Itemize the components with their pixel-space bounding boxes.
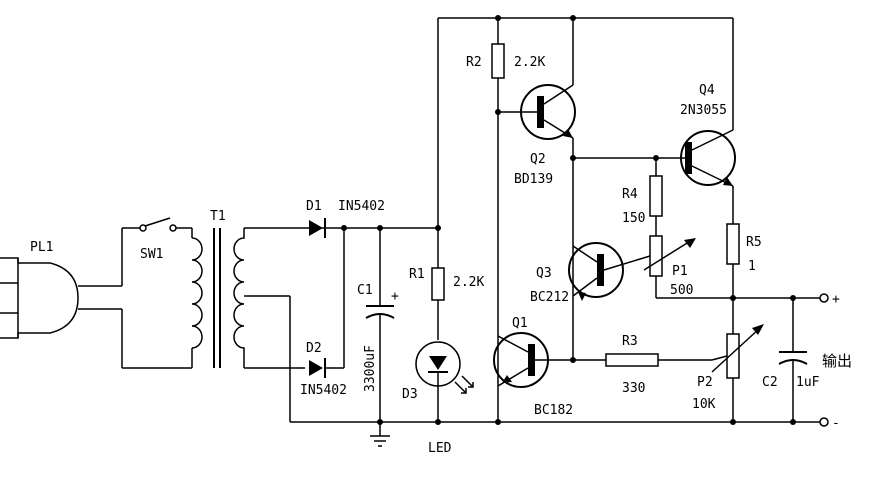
transistor-q4: Q4 2N3055 (680, 18, 736, 187)
label-d3: D3 (402, 387, 418, 402)
label-q1: Q1 (512, 316, 528, 331)
resistor-r5: R5 1 (726, 186, 762, 334)
label-r2-value: 2.2K (514, 55, 545, 70)
transistor-q3: Q3 BC212 (530, 242, 651, 305)
label-d2-part: IN5402 (300, 383, 347, 398)
label-output: 输出 (822, 352, 852, 370)
output-terminals: + - 输出 (819, 292, 852, 431)
transistor-q2: Q2 BD139 (498, 18, 576, 360)
label-c2: C2 (762, 375, 778, 390)
label-r4: R4 (622, 187, 638, 202)
plug-pl1: PL1 (0, 240, 122, 339)
label-q1-part: BC182 (534, 403, 573, 418)
diode-d1: D1 IN5402 (306, 199, 385, 238)
label-p1-value: 500 (670, 283, 693, 298)
label-r3-value: 330 (622, 381, 645, 396)
label-r1: R1 (409, 267, 425, 282)
label-r4-value: 150 (622, 211, 645, 226)
resistor-r1: R1 2.2K (409, 267, 484, 340)
label-sw1: SW1 (140, 247, 163, 262)
label-q3-part: BC212 (530, 290, 569, 305)
potentiometer-p1: P1 500 (643, 235, 733, 299)
label-p2-value: 10K (692, 397, 716, 412)
label-p2: P2 (697, 375, 713, 390)
label-c1: C1 (357, 283, 373, 298)
label-p1: P1 (672, 264, 688, 279)
led-d3: D3 LED (402, 341, 474, 456)
label-d3-part: LED (428, 441, 452, 456)
resistor-r4: R4 150 (622, 158, 663, 236)
label-out-plus: + (832, 292, 840, 307)
transformer-t1: T1 (191, 209, 344, 422)
label-r2: R2 (466, 55, 482, 70)
label-d1-part: IN5402 (338, 199, 385, 214)
label-q2: Q2 (530, 152, 546, 167)
label-c1-value: 3300uF (363, 345, 378, 392)
label-d1: D1 (306, 199, 322, 214)
transistor-q1: Q1 BC182 (493, 316, 576, 418)
label-t1: T1 (210, 209, 226, 224)
label-c1-plus: + (391, 289, 399, 304)
resistor-r2: R2 2.2K (466, 18, 545, 422)
label-c2-value: 1uF (796, 375, 820, 390)
label-q3: Q3 (536, 266, 552, 281)
ground-icon (370, 422, 390, 447)
label-r1-value: 2.2K (453, 275, 484, 290)
label-d2: D2 (306, 341, 322, 356)
resistor-r3: R3 330 (573, 334, 712, 396)
diode-d2: D2 IN5402 (300, 228, 347, 398)
label-q2-part: BD139 (514, 172, 553, 187)
label-r3: R3 (622, 334, 638, 349)
label-r5-value: 1 (748, 259, 756, 274)
label-pl1: PL1 (30, 240, 53, 255)
label-q4-part: 2N3055 (680, 103, 727, 118)
label-r5: R5 (746, 235, 762, 250)
potentiometer-p2: P2 10K (692, 324, 764, 422)
label-out-minus: - (832, 416, 840, 431)
capacitor-c2: C2 1uF (762, 298, 820, 422)
label-q4: Q4 (699, 83, 715, 98)
switch-sw1: SW1 (121, 217, 192, 369)
capacitor-c1: C1 + 3300uF (357, 225, 399, 422)
